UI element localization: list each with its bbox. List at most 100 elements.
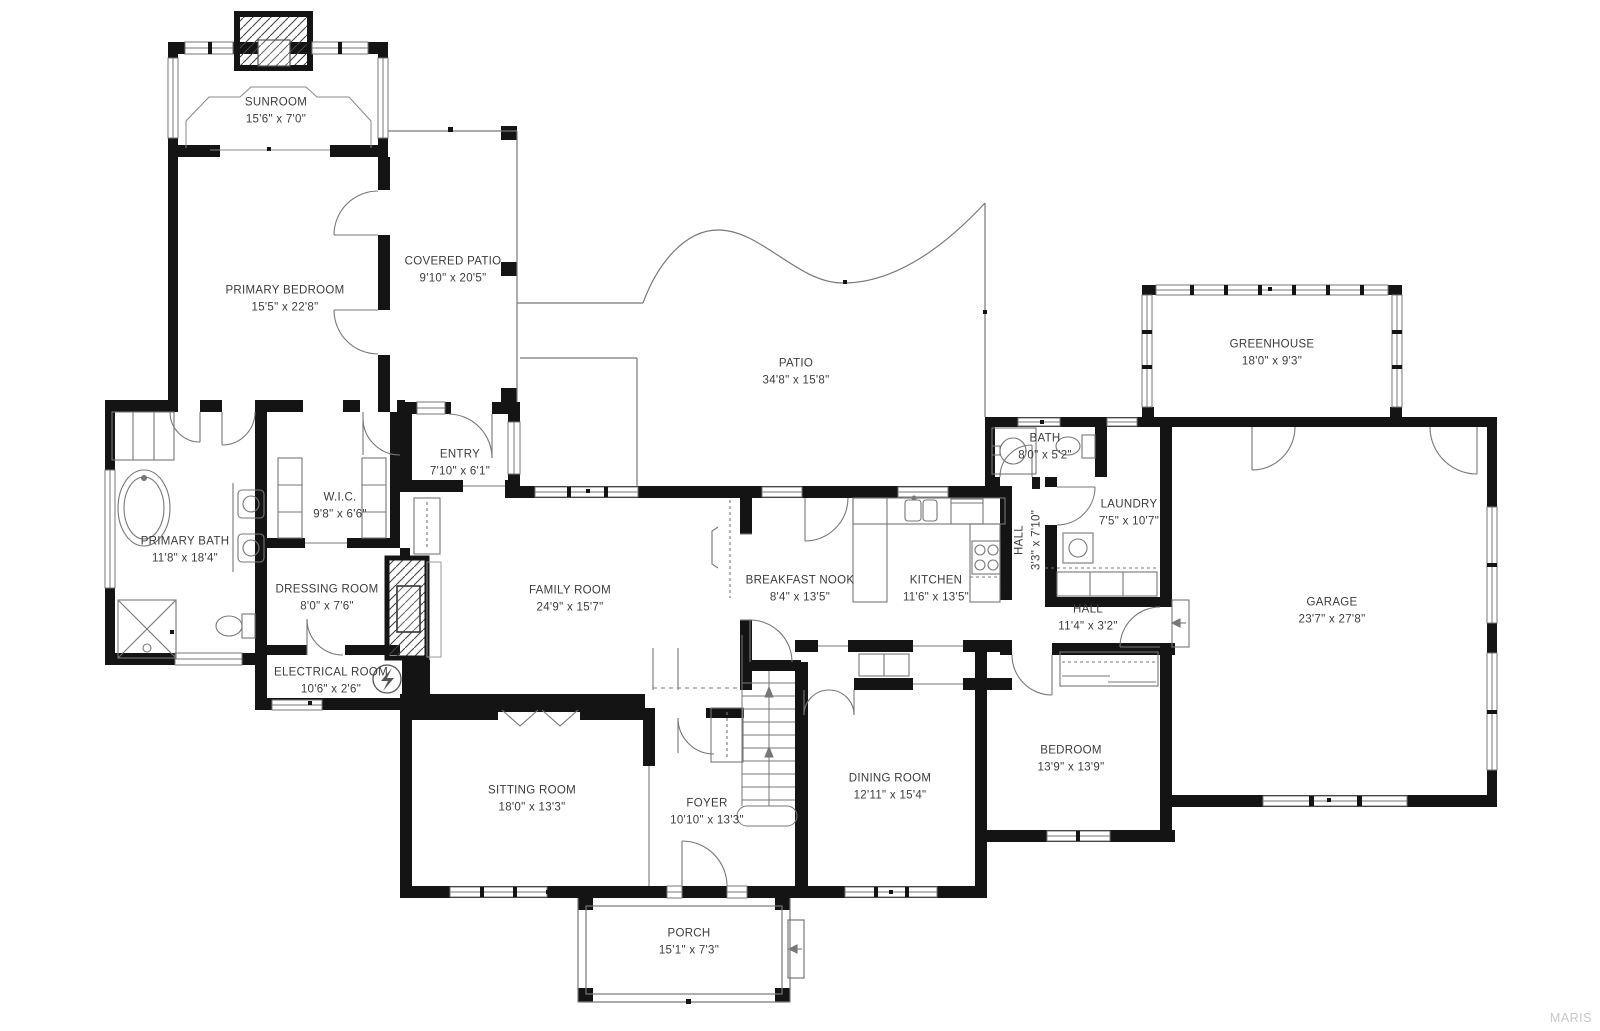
bathtub [117,469,171,547]
doors-layer [169,190,1478,887]
room-name: PRIMARY BATH [140,535,230,548]
kitchen-sink [904,495,938,522]
room-name: DINING ROOM [848,772,932,785]
staircase [653,635,798,827]
shower [117,599,177,659]
wall-ticks [170,127,1496,1004]
door-arc [448,413,493,459]
room-name: SUNROOM [244,96,308,109]
bath-toilet [1055,434,1096,459]
room-name: HALL [1073,603,1103,616]
room-name: KITCHEN [909,574,963,587]
room-dims: 15'6" x 7'0" [245,113,307,125]
room-dims: 10'6" x 2'6" [300,683,362,695]
door-arc [221,411,256,446]
room-label-porch: PORCH 15'1" x 7'3" [659,925,719,958]
room-label-patio: PATIO 34'8" x 15'8" [763,355,830,388]
room-name: SITTING ROOM [488,784,576,797]
door-arc [677,717,715,755]
linen-closet [111,411,175,461]
foyer-closet [710,707,744,763]
coat-closet [413,497,441,555]
room-name: FAMILY ROOM [528,584,612,597]
room-dims: 15'5" x 22'8" [251,301,319,313]
door-arc [681,840,728,887]
door-arc [169,411,201,443]
room-dims: 7'10" x 6'1" [429,465,491,477]
room-label-primary-bedroom: PRIMARY BEDROOM 15'5" x 22'8" [225,282,344,315]
room-label-covered-patio: COVERED PATIO 9'10" x 20'5" [405,253,502,286]
vanity-sinks [232,483,265,572]
door-arc [999,444,1033,478]
room-name: FOYER [686,797,728,810]
room-label-sunroom: SUNROOM 15'6" x 7'0" [245,94,307,127]
room-label-electrical-room: ELECTRICAL ROOM 10'6" x 2'6" [274,664,388,697]
room-dims: 23'7" x 27'8" [1298,613,1366,625]
room-dims: 24'9" x 15'7" [536,601,604,613]
room-name: DRESSING ROOM [275,583,379,596]
room-name: ELECTRICAL ROOM [274,666,388,679]
room-dims: 11'4" x 3'2" [1058,620,1118,632]
stairs-up-arrow [764,685,774,758]
room-name: PORCH [667,927,711,940]
room-label-garage: GARAGE 23'7" x 27'8" [1299,594,1366,627]
windows-layer [104,41,1498,899]
room-label-hall-upper: HALL 3'3" x 7'10" [1011,510,1044,570]
patio-outline [517,202,986,486]
room-label-wic: W.I.C. 9'8" x 6'6" [313,489,367,522]
room-label-foyer: FOYER 10'10" x 13'3" [670,795,744,828]
toilet [215,613,256,639]
room-label-greenhouse: GREENHOUSE 18'0" x 9'3" [1230,336,1315,369]
door-arc [1119,606,1161,648]
room-name: BREAKFAST NOOK [745,574,855,587]
room-dims: 9'8" x 6'6" [313,508,367,520]
door-arc [1429,426,1478,475]
door-arc [306,618,344,656]
room-name: BEDROOM [1040,744,1102,757]
room-label-hall: HALL 11'4" x 3'2" [1058,601,1117,634]
room-label-breakfast-nook: BREAKFAST NOOK 8'4" x 13'5" [746,572,855,605]
maris-watermark: MARIS [1549,1011,1592,1025]
room-dims: 8'0" x 5'2" [1018,449,1072,461]
room-dims: 8'0" x 7'6" [300,600,354,612]
room-dims: 3'3" x 7'10" [1030,509,1042,571]
room-dims: 12'11" x 15'4" [853,789,927,801]
room-dims: 10'10" x 13'3" [670,814,744,826]
room-dims: 9'10" x 20'5" [419,272,487,284]
door-arc [749,619,793,663]
room-dims: 15'1" x 7'3" [658,944,720,956]
door-arc [333,309,379,355]
room-name: LAUNDRY [1100,498,1158,511]
room-name: PRIMARY BEDROOM [225,284,345,297]
bath-sink [991,427,1037,475]
kitchen-counters [852,497,1006,603]
room-name: COVERED PATIO [404,255,502,268]
stove [971,540,1001,575]
room-name: BATH [1029,432,1061,445]
window-mullions [208,42,1497,897]
chimney-sunroom [234,11,313,71]
hall-closet [1056,571,1158,597]
room-label-laundry: LAUNDRY 7'5" x 10'7" [1099,496,1159,529]
washer [1062,532,1094,564]
door-arc [828,689,855,716]
room-label-dining-room: DINING ROOM 12'11" x 15'4" [849,770,932,803]
wic-shelves [277,457,387,539]
room-label-bedroom: BEDROOM 13'9" x 13'9" [1038,742,1105,775]
room-label-sitting-room: SITTING ROOM 18'0" x 13'3" [488,782,576,815]
room-name: PATIO [778,357,814,370]
room-dims: 13'9" x 13'9" [1037,761,1105,773]
bedroom-closet [1059,651,1159,687]
room-dims: 34'8" x 15'8" [762,374,830,386]
room-name: GARAGE [1306,596,1358,609]
pantry-cabinet [969,576,1001,603]
fixtures-layer [111,411,1190,954]
room-label-dressing-room: DRESSING ROOM 8'0" x 7'6" [276,581,379,614]
room-dims: 18'0" x 9'3" [1241,355,1303,367]
chimney-family-room [384,555,442,661]
room-name: GREENHOUSE [1229,338,1315,351]
room-label-primary-bath: PRIMARY BATH 11'8" x 18'4" [141,533,230,566]
door-arc [1251,426,1296,471]
